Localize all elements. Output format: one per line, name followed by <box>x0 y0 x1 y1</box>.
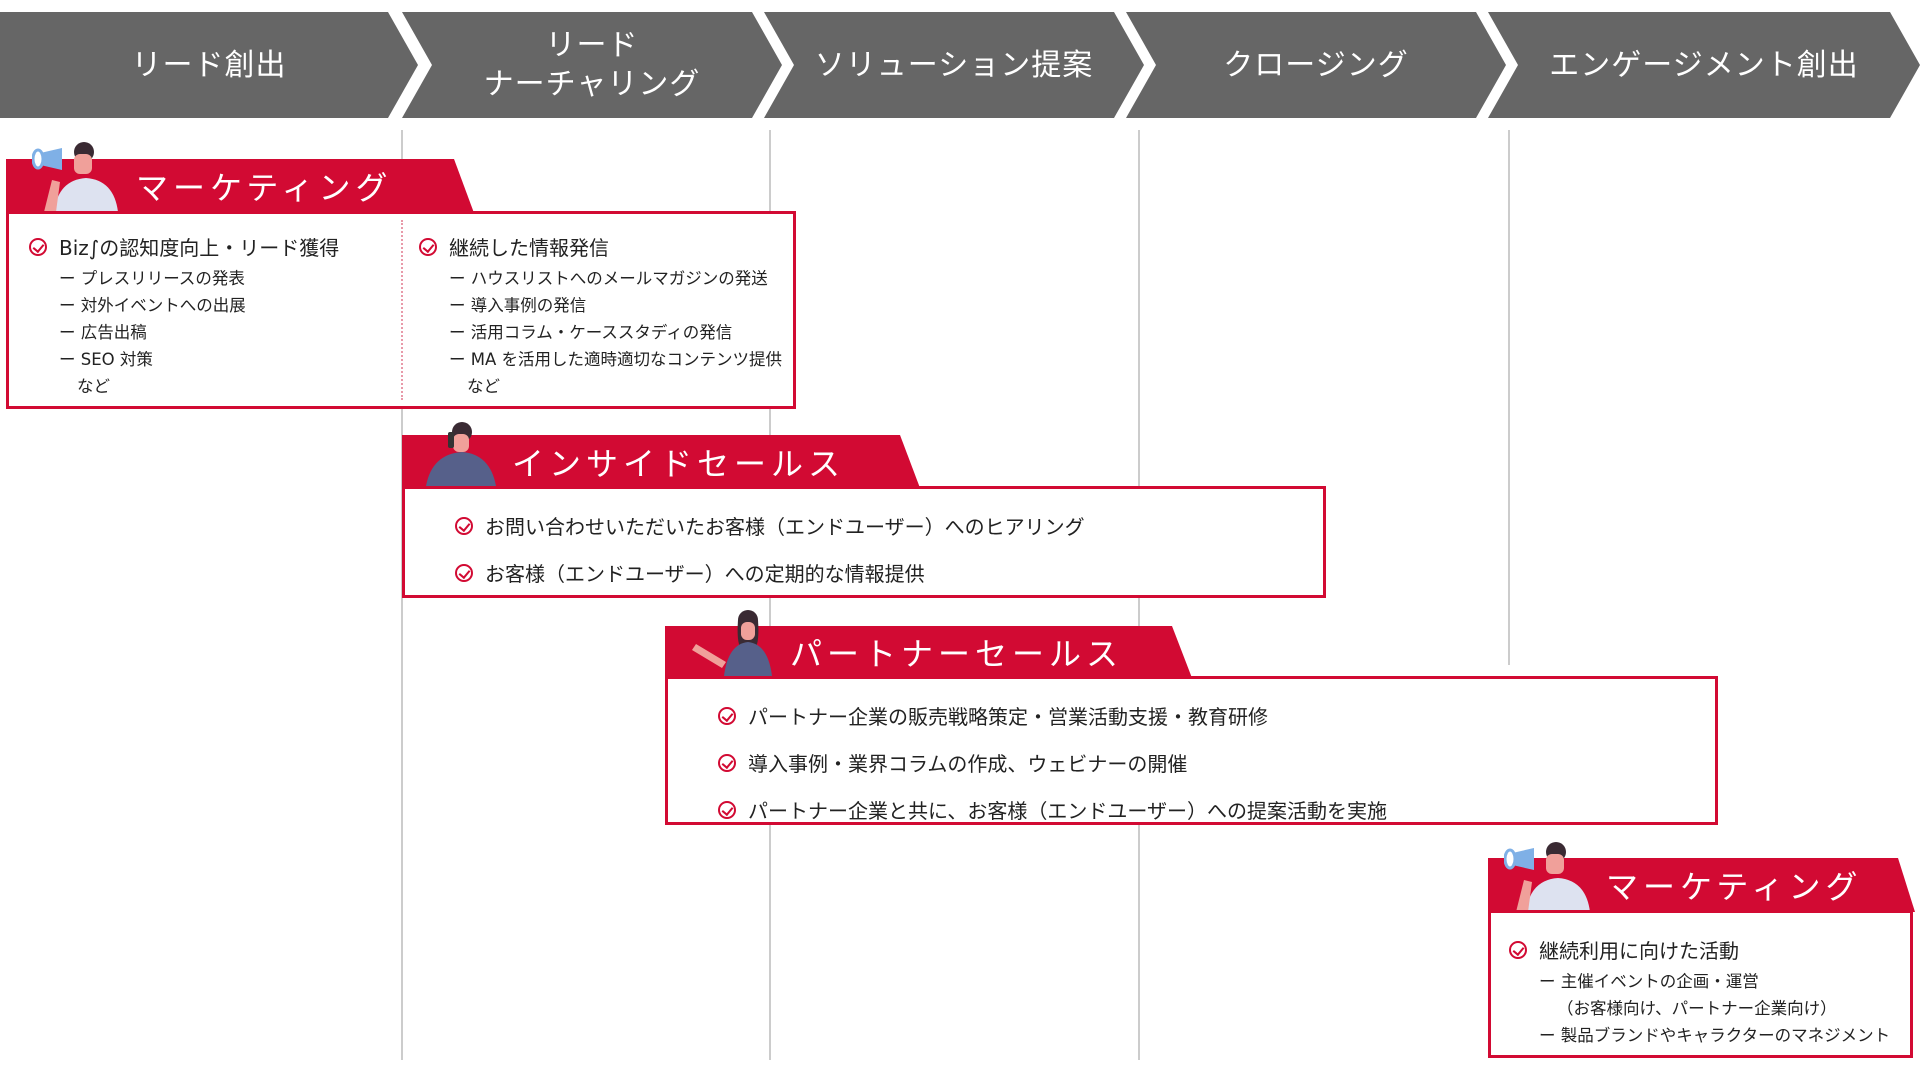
sub-item: ー 主催イベントの企画・運営 <box>1539 972 1759 991</box>
item-heading: Biz∫の認知度向上・リード獲得 <box>59 236 340 260</box>
stage-label: ソリューション提案 <box>814 47 1094 83</box>
stage-closing: クロージング <box>1126 12 1506 118</box>
item-text: 導入事例・業界コラムの作成、ウェビナーの開催 <box>748 752 1188 776</box>
sub-item: ー 対外イベントへの出展 <box>59 296 246 315</box>
sub-item: ー ハウスリストへのメールマガジンの発送 <box>449 269 768 288</box>
partner-box: パートナー企業の販売戦略策定・営業活動支援・教育研修 導入事例・業界コラムの作成… <box>665 676 1718 825</box>
sub-item: ー 広告出稿 <box>59 323 147 342</box>
sub-item: ー プレスリリースの発表 <box>59 269 245 288</box>
sub-item: など <box>77 377 110 396</box>
item-text: お客様（エンドユーザー）への定期的な情報提供 <box>485 562 925 586</box>
list-item: お客様（エンドユーザー）への定期的な情報提供 <box>455 558 1323 587</box>
sub-item: ー MA を活用した適時適切なコンテンツ提供 <box>449 350 783 369</box>
check-icon <box>718 706 736 725</box>
check-icon <box>718 800 736 819</box>
stage-solution: ソリューション提案 <box>764 12 1144 118</box>
sub-item: ー 導入事例の発信 <box>449 296 587 315</box>
section-title: マーケティング <box>136 169 393 207</box>
item-text: パートナー企業と共に、お客様（エンドユーザー）への提案活動を実施 <box>748 799 1387 823</box>
stage-lead-generation: リード創出 <box>0 12 418 118</box>
stage-label: リード創出 <box>131 47 287 83</box>
sub-item: ー 活用コラム・ケーススタディの発信 <box>449 323 733 342</box>
list-item: パートナー企業と共に、お客様（エンドユーザー）への提案活動を実施 <box>718 795 1715 824</box>
stage-label: クロージング <box>1223 47 1409 83</box>
phone-person-icon <box>426 422 496 486</box>
sub-item: （お客様向け、パートナー企業向け） <box>1557 999 1837 1018</box>
marketing-box-2: 継続利用に向けた活動 ー 主催イベントの企画・運営 （お客様向け、パートナー企業… <box>1488 910 1913 1058</box>
section-title: パートナーセールス <box>790 635 1124 673</box>
item-text: お問い合わせいただいたお客様（エンドユーザー）へのヒアリング <box>485 515 1085 539</box>
marketing-box: Biz∫の認知度向上・リード獲得 ー プレスリリースの発表 ー 対外イベントへの… <box>6 211 796 409</box>
list-item: パートナー企業の販売戦略策定・営業活動支援・教育研修 <box>718 701 1715 730</box>
check-icon <box>419 237 437 256</box>
item-text: パートナー企業の販売戦略策定・営業活動支援・教育研修 <box>748 705 1268 729</box>
marketing-col-1: Biz∫の認知度向上・リード獲得 ー プレスリリースの発表 ー 対外イベントへの… <box>29 232 339 400</box>
stage-engagement: エンゲージメント創出 <box>1488 12 1920 118</box>
check-icon <box>1509 940 1527 959</box>
sub-item: ー 製品ブランドやキャラクターのマネジメント <box>1539 1026 1891 1045</box>
megaphone-person-icon <box>32 142 118 212</box>
stage-label: リード ナーチャリング <box>483 28 701 102</box>
stage-label: エンゲージメント創出 <box>1549 47 1859 83</box>
list-item: 導入事例・業界コラムの作成、ウェビナーの開催 <box>718 748 1715 777</box>
section-title: マーケティング <box>1606 868 1863 906</box>
marketing-col-2: 継続した情報発信 ー ハウスリストへのメールマガジンの発送 ー 導入事例の発信 … <box>419 232 782 400</box>
presenting-person-icon <box>692 610 772 676</box>
insidesales-box: お問い合わせいただいたお客様（エンドユーザー）へのヒアリング お客様（エンドユー… <box>402 486 1326 598</box>
check-icon <box>455 516 473 535</box>
megaphone-person-icon <box>1504 842 1590 912</box>
check-icon <box>29 237 47 256</box>
sub-item: など <box>467 377 500 396</box>
sub-item: ー SEO 対策 <box>59 350 153 369</box>
column-divider <box>401 220 403 400</box>
item-heading: 継続利用に向けた活動 <box>1539 939 1739 963</box>
section-title: インサイドセールス <box>512 444 846 483</box>
stage-lead-nurturing: リード ナーチャリング <box>402 12 782 118</box>
list-item: お問い合わせいただいたお客様（エンドユーザー）へのヒアリング <box>455 511 1323 540</box>
divider <box>1508 130 1510 665</box>
check-icon <box>455 563 473 582</box>
insidesales-tab: インサイドセールス <box>402 435 920 488</box>
item-heading: 継続した情報発信 <box>449 236 609 260</box>
check-icon <box>718 753 736 772</box>
